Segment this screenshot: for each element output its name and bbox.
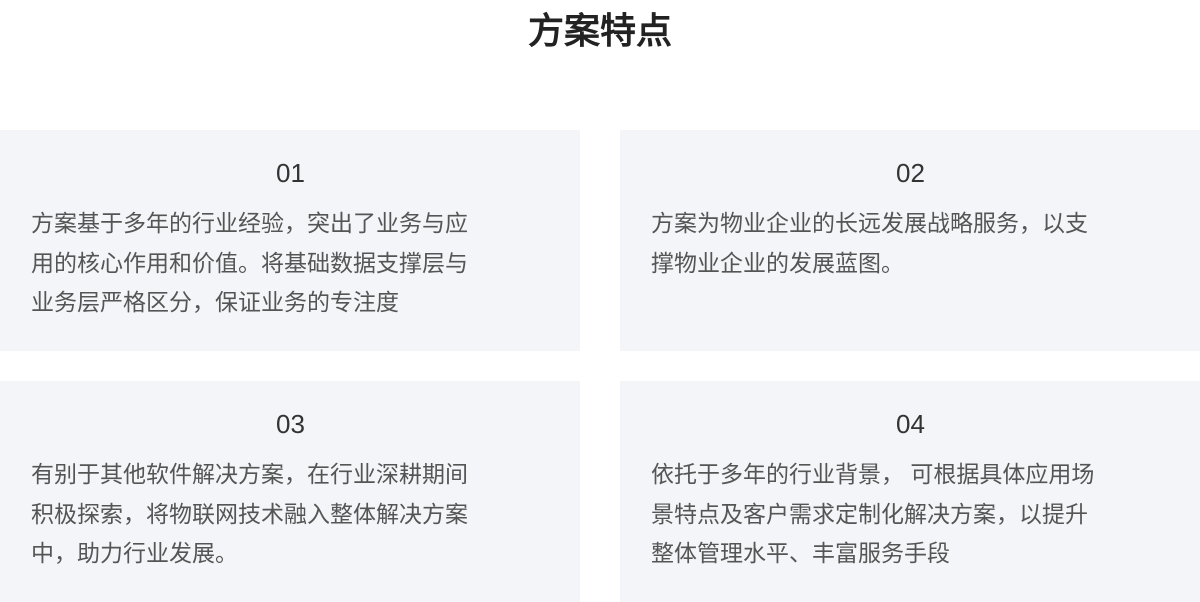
card-number: 03: [276, 409, 305, 439]
section-title: 方案特点: [527, 10, 672, 51]
desc-line: 撑物业企业的发展蓝图。: [651, 249, 904, 276]
feature-card-02: 02 方案为物业企业的长远发展战略服务，以支 撑物业企业的发展蓝图。: [620, 130, 1200, 351]
desc-line: 有别于其他软件解决方案，在行业深耕期间: [31, 461, 468, 487]
desc-line: 积极探索，将物联网技术融入整体解决方案: [31, 500, 468, 527]
desc-line: 整体管理水平、丰富服务手段: [651, 540, 950, 566]
desc-line: 用的核心作用和价值。将基础数据支撑层与: [31, 249, 468, 276]
feature-card-01: 01 方案基于多年的行业经验，突出了业务与应 用的核心作用和价值。将基础数据支撑…: [0, 130, 580, 351]
card-number: 02: [896, 158, 925, 188]
card-description: 依托于多年的行业背景， 可根据具体应用场 景特点及客户需求定制化解决方案，以提升…: [651, 455, 1170, 574]
desc-line: 业务层严格区分，保证业务的专注度: [31, 289, 399, 315]
desc-line: 中，助力行业发展。: [31, 540, 238, 566]
feature-card-03: 03 有别于其他软件解决方案，在行业深耕期间 积极探索，将物联网技术融入整体解决…: [0, 381, 580, 602]
card-number: 01: [276, 158, 305, 188]
desc-line: 景特点及客户需求定制化解决方案，以提升: [651, 500, 1088, 527]
desc-line: 方案为物业企业的长远发展战略服务，以支: [651, 210, 1088, 236]
card-description: 方案基于多年的行业经验，突出了业务与应 用的核心作用和价值。将基础数据支撑层与 …: [31, 204, 550, 323]
desc-line: 依托于多年的行业背景， 可根据具体应用场: [651, 461, 1095, 487]
card-description: 有别于其他软件解决方案，在行业深耕期间 积极探索，将物联网技术融入整体解决方案 …: [31, 455, 550, 574]
desc-line: 方案基于多年的行业经验，突出了业务与应: [31, 210, 468, 236]
feature-card-04: 04 依托于多年的行业背景， 可根据具体应用场 景特点及客户需求定制化解决方案，…: [620, 381, 1200, 602]
card-number: 04: [896, 409, 925, 439]
card-description: 方案为物业企业的长远发展战略服务，以支 撑物业企业的发展蓝图。: [651, 204, 1170, 283]
